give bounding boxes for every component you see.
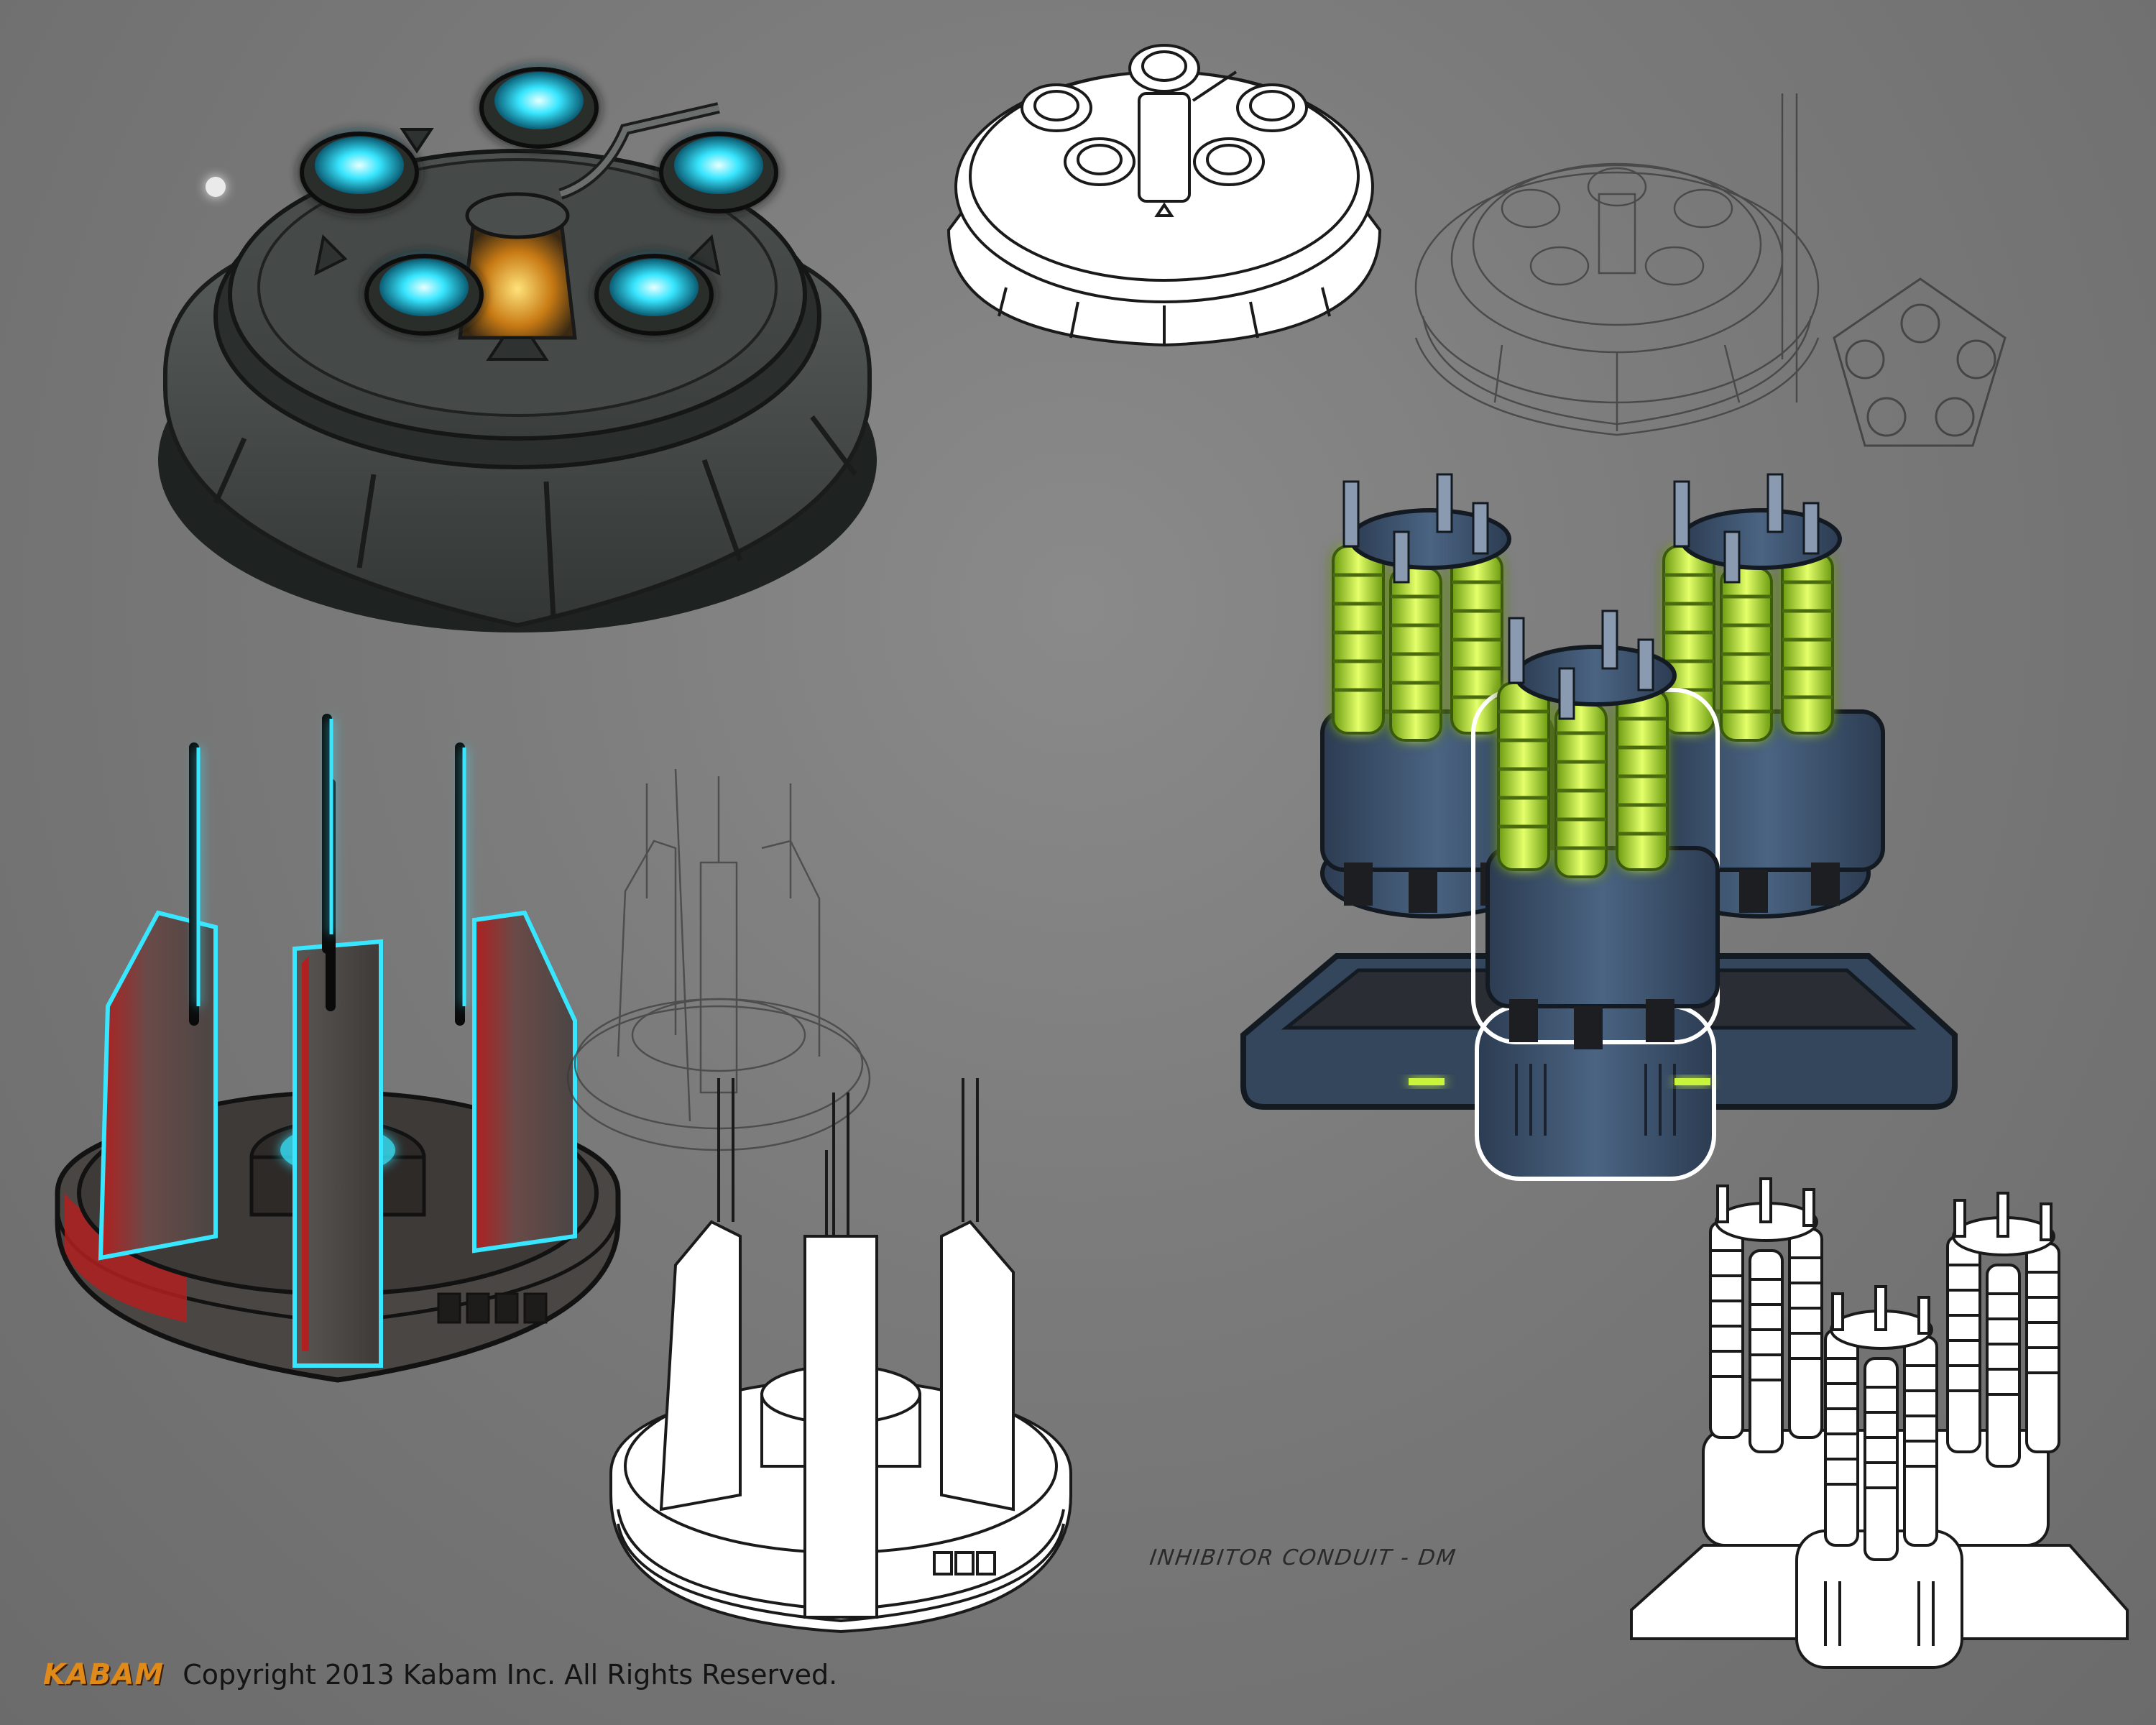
- cyan-pod-bottom-left: [364, 254, 484, 336]
- footer: KABAM Copyright 2013 Kabam Inc. All Righ…: [43, 1646, 837, 1703]
- kabam-logo: KABAM: [43, 1658, 165, 1691]
- stone-disc-sketch: [1414, 93, 1820, 436]
- stone-disc-colored: [158, 67, 877, 632]
- cyan-pod-top: [479, 67, 599, 149]
- stone-disc-lineart: [946, 44, 1382, 347]
- sketch-label: INHIBITOR CONDUIT - DM: [1148, 1545, 1459, 1570]
- coil-conduit-lineart: [1630, 1177, 2129, 1669]
- copyright-text: Copyright 2013 Kabam Inc. All Rights Res…: [183, 1659, 838, 1690]
- pentagon-layout-sketch: [1833, 277, 2007, 447]
- cyan-pod-right: [659, 132, 778, 213]
- spire-tower-lineart: [609, 1078, 1072, 1634]
- cyan-pod-bottom-right: [594, 254, 714, 336]
- cyan-pod-left: [300, 132, 419, 213]
- spire-tower-colored: [55, 714, 621, 1383]
- coil-cluster-left: [1320, 473, 1554, 913]
- coil-cluster-front: [1471, 611, 1720, 1049]
- coil-conduit-colored: [1240, 473, 1958, 1181]
